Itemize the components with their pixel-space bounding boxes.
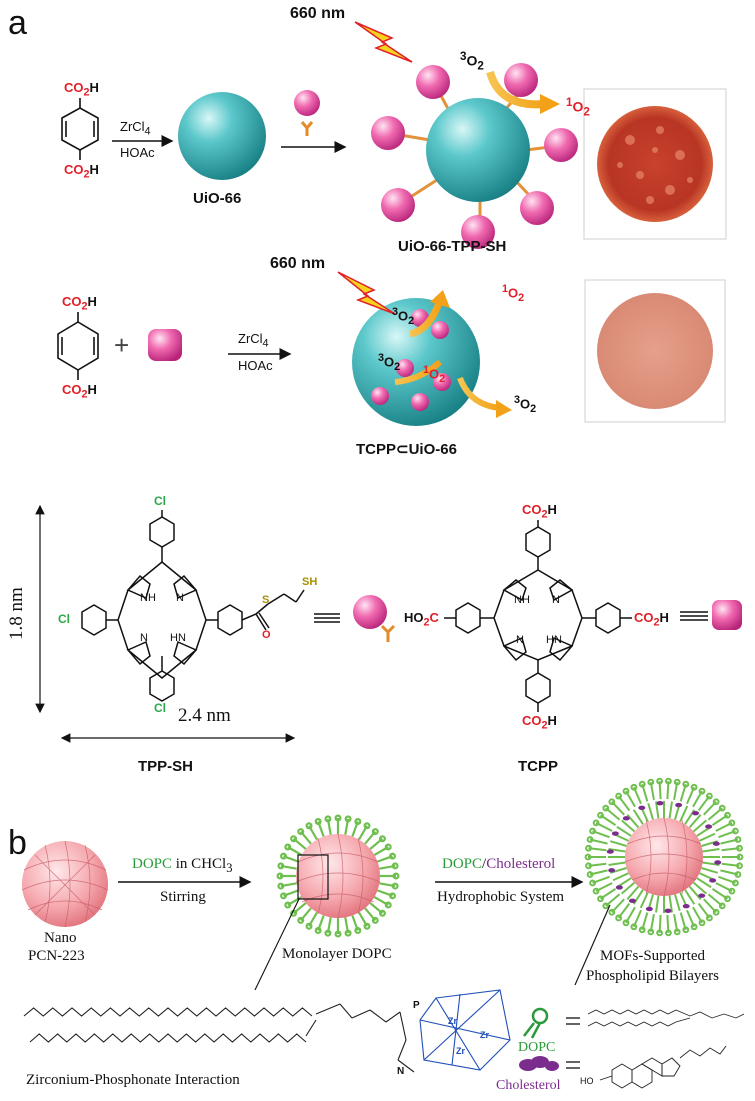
- tcpp-co2h-right: CO2H: [634, 610, 669, 629]
- condition-hoac-2: HOAc: [238, 358, 273, 373]
- uio66-tpp-sh-assembly: [371, 63, 578, 249]
- step2-bottom-label: Hydrophobic System: [437, 889, 565, 905]
- triplet-oxygen-label-1: 3O2: [460, 50, 484, 73]
- nano-pcn223-sphere: [21, 840, 109, 928]
- nano-label: Nano: [44, 930, 77, 946]
- panel-a-letter: a: [8, 4, 27, 42]
- energy-transfer-arrow-1: [486, 70, 546, 109]
- lightning-bolt-icon-2: [337, 271, 396, 315]
- zr-label-2: Zr: [480, 1030, 489, 1040]
- reagent1-bottom-label: CO2H: [64, 162, 99, 181]
- pcn223-label: PCN-223: [28, 948, 85, 964]
- tcpp-co2h-top: CO2H: [522, 502, 557, 521]
- zirconium-cluster: [419, 989, 511, 1071]
- dopc-legend-structure: [587, 1009, 745, 1027]
- step1-top-label: DOPC in CHCl3: [132, 856, 233, 875]
- bilayer-sphere: [584, 777, 744, 937]
- tcpp-hn-label: HN: [546, 634, 562, 646]
- tcpp-structure: [444, 520, 632, 712]
- tcpp-symbol: [712, 600, 742, 630]
- tcpp-symbol-small: [148, 329, 182, 361]
- tcpp-n-label-1: N: [552, 594, 560, 606]
- uio66-tpp-sh-label: UiO-66-TPP-SH: [398, 238, 507, 255]
- equivalence-sign-2: [680, 611, 708, 621]
- tcpp-n-label-2: N: [516, 634, 524, 646]
- height-label: 1.8 nm: [6, 587, 27, 640]
- zr-label-1: Zr: [448, 1016, 457, 1026]
- equivalence-sign-1: [314, 613, 340, 623]
- s-label: S: [262, 594, 270, 606]
- cl-left: Cl: [58, 612, 70, 626]
- interaction-label: Zirconium-Phosphonate Interaction: [26, 1072, 240, 1088]
- end-label-1: MOFs-Supported: [600, 948, 706, 964]
- lightning-bolt-icon-1: [354, 21, 413, 63]
- nh-label-1: NH: [140, 592, 156, 604]
- cholesterol-legend-structure: [599, 1045, 727, 1089]
- product-photo-1: [597, 106, 713, 222]
- monolayer-label: Monolayer DOPC: [282, 946, 392, 962]
- tcpp-uio66-sphere: [352, 298, 480, 426]
- triplet-oxygen-label-2: 3O2: [392, 306, 415, 327]
- dopc-legend-icon: [523, 1007, 549, 1039]
- energy-transfer-arrow-2: [409, 298, 444, 338]
- light-label-2: 660 nm: [270, 255, 326, 272]
- o-label: O: [262, 629, 271, 641]
- sh-label: SH: [302, 576, 318, 588]
- light-label-1: 660 nm: [290, 5, 346, 22]
- tpp-sh-structure: [81, 510, 305, 702]
- n-label-2: N: [140, 632, 148, 644]
- panel-b-letter: b: [8, 824, 27, 862]
- reagent2-bottom-label: CO2H: [62, 382, 97, 401]
- cl-bottom: Cl: [154, 701, 166, 715]
- reagent2-top-label: CO2H: [62, 294, 97, 313]
- zoom-connector-1: [254, 898, 300, 991]
- tpp-sh-symbol: [353, 595, 396, 642]
- tpp-sh-symbol-small: [294, 90, 320, 136]
- energy-transfer-arrow-4: [457, 376, 501, 411]
- terephthalic-acid-structure-2: [57, 312, 99, 380]
- singlet-oxygen-label-3: 1O2: [423, 364, 446, 385]
- triplet-oxygen-label-4: 3O2: [514, 394, 537, 415]
- singlet-oxygen-label-1: 1O2: [566, 96, 590, 119]
- energy-transfer-arrow-3: [394, 359, 443, 385]
- tpp-sh-label: TPP-SH: [138, 758, 194, 775]
- triplet-oxygen-label-3: 3O2: [378, 352, 401, 373]
- dopc-lipid-chains: [23, 1003, 415, 1073]
- reagent1-top-label: CO2H: [64, 80, 99, 99]
- ammonium-n-label: N: [397, 1066, 405, 1077]
- monolayer-dopc-sphere: [276, 814, 400, 938]
- tcpp-nh-label: NH: [514, 594, 530, 606]
- step1-bottom-label: Stirring: [160, 889, 206, 905]
- step2-top-label: DOPC/Cholesterol: [442, 856, 556, 872]
- zr-label-3: Zr: [456, 1046, 465, 1056]
- tcpp-co2h-bottom: CO2H: [522, 713, 557, 732]
- hn-label-1: HN: [170, 632, 186, 644]
- cholesterol-ho-label: HO: [580, 1076, 594, 1086]
- terephthalic-acid-structure-1: [61, 98, 99, 160]
- condition-zrcl4-1: ZrCl4: [120, 119, 151, 138]
- end-label-2: Phospholipid Bilayers: [586, 968, 719, 984]
- plus-sign: +: [114, 330, 130, 360]
- condition-zrcl4-2: ZrCl4: [238, 331, 269, 350]
- product-photo-2: [597, 293, 713, 409]
- tcpp-label: TCPP: [518, 758, 559, 775]
- zoom-connector-2: [574, 904, 611, 986]
- tcpp-uio66-label: TCPP⊂UiO-66: [356, 441, 457, 458]
- phosphorus-label: P: [413, 1000, 420, 1011]
- legend-dopc-label: DOPC: [518, 1040, 556, 1055]
- legend-equals-2: [566, 1061, 580, 1069]
- n-label-1: N: [176, 592, 184, 604]
- cl-top: Cl: [154, 494, 166, 508]
- legend-equals-1: [566, 1017, 580, 1025]
- singlet-oxygen-label-2: 1O2: [502, 283, 525, 304]
- tcpp-ho2c-left: HO2C: [404, 610, 439, 629]
- legend-cholesterol-label: Cholesterol: [496, 1078, 561, 1093]
- condition-hoac-1: HOAc: [120, 145, 155, 160]
- uio66-sphere: [178, 92, 266, 180]
- cholesterol-legend-icon: [519, 1056, 559, 1071]
- uio66-label: UiO-66: [193, 190, 242, 207]
- width-label: 2.4 nm: [178, 705, 231, 726]
